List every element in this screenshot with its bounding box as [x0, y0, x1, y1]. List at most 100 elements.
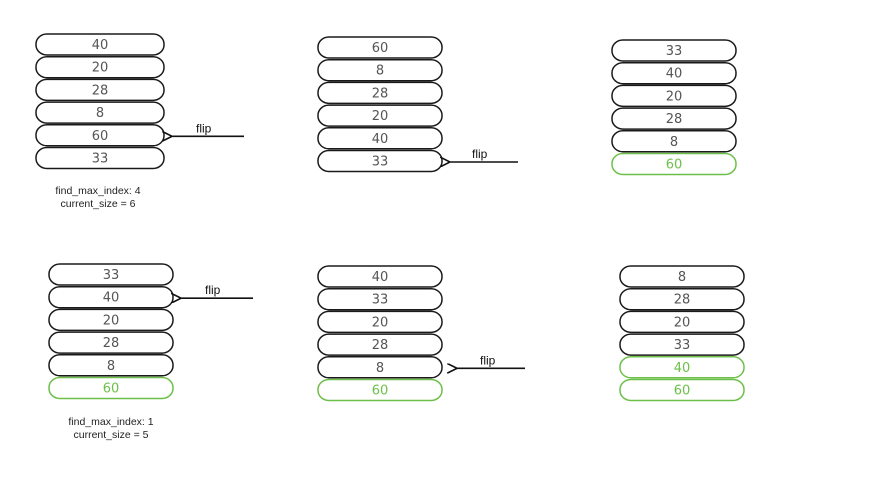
pancake: 28 [48, 331, 174, 354]
pancake-value: 40 [372, 132, 389, 147]
pancake-shape [611, 39, 737, 62]
pancake: 8 [317, 356, 443, 379]
pancake-shape [611, 152, 737, 176]
pancake-value: 8 [678, 270, 686, 285]
pancake-shape [611, 107, 737, 130]
pancake: 20 [611, 84, 737, 108]
pancake-value: 20 [372, 109, 389, 124]
panel-row1-step3: 33 40 20 28 8 60 [611, 39, 737, 176]
pancake-shape [619, 265, 745, 288]
pancake-shape [48, 331, 174, 354]
find-max-index-note: find_max_index: 1 [68, 416, 153, 428]
pancake: 8 [35, 101, 165, 124]
pancake: 40 [611, 61, 737, 85]
pancake-shape [317, 81, 443, 105]
pancake-shape [35, 78, 165, 102]
current-size-note: current_size = 6 [61, 198, 136, 210]
flip-label: flip [205, 283, 221, 297]
pancake-value: 33 [666, 44, 683, 59]
flip-arrow: flip [455, 353, 525, 368]
pancake-value: 28 [92, 83, 109, 98]
pancake: 33 [611, 39, 737, 62]
pancake-shape [35, 146, 165, 170]
pancake-value: 20 [666, 89, 683, 104]
flip-arrow: flip [179, 283, 253, 298]
pancake-shape [619, 333, 745, 356]
pancake-value: 20 [103, 313, 120, 328]
pancake-value: 20 [372, 315, 389, 330]
pancake-shape [317, 36, 443, 59]
pancake-value: 60 [372, 384, 389, 399]
flip-label: flip [196, 121, 212, 135]
pancake-shape [35, 33, 165, 56]
pancake: 60 [35, 124, 165, 147]
current-size-note: current_size = 5 [74, 429, 149, 441]
pancake: 8 [48, 354, 174, 377]
pancake-shape [317, 378, 443, 402]
pancake-shape [611, 84, 737, 108]
pancake: 40 [317, 265, 443, 288]
pancake-shape [35, 101, 165, 124]
pancake: 28 [35, 78, 165, 102]
pancake-value: 28 [372, 86, 389, 101]
flip-arrow: flip [448, 147, 518, 162]
panel-row2-step3: 8 28 20 33 40 60 [619, 265, 745, 402]
pancake: 20 [48, 308, 174, 332]
pancake-value: 8 [96, 106, 104, 121]
pancake-value: 40 [666, 67, 683, 82]
pancake-value: 8 [376, 361, 384, 376]
pancake: 20 [317, 104, 443, 127]
pancake-shape [48, 354, 174, 377]
pancake: 28 [619, 287, 745, 311]
flip-arrow: flip [170, 121, 244, 136]
pancake-shape [35, 55, 165, 79]
pancake-sorted: 60 [317, 378, 443, 402]
pancake-value: 40 [674, 361, 691, 376]
pancake-value: 60 [92, 129, 109, 144]
pancake-shape [317, 58, 443, 82]
pancake-value: 8 [670, 135, 678, 150]
pancake: 20 [35, 55, 165, 79]
pancake-value: 28 [103, 336, 120, 351]
pancake-value: 40 [103, 291, 120, 306]
pancake: 40 [48, 285, 174, 309]
pancake: 33 [619, 333, 745, 356]
pancake: 33 [35, 146, 165, 170]
pancake: 40 [35, 33, 165, 56]
panel-row1-step1: 40 20 28 8 60 33 flip find_max_index: 4current_… [35, 33, 244, 210]
pancake-value: 28 [666, 112, 683, 127]
pancake-value: 20 [92, 61, 109, 76]
pancake-shape [611, 130, 737, 153]
pancake-value: 60 [674, 384, 691, 399]
pancake-shape [317, 127, 443, 150]
pancake-value: 28 [372, 338, 389, 353]
flip-label: flip [480, 353, 496, 367]
pancake-value: 8 [376, 64, 384, 79]
pancake-value: 60 [372, 41, 389, 56]
pancake-shape [317, 356, 443, 379]
pancake-value: 60 [666, 158, 683, 173]
pancake-value: 40 [372, 270, 389, 285]
pancake-shape [619, 287, 745, 311]
find-max-index-note: find_max_index: 4 [55, 185, 140, 197]
pancake-value: 40 [92, 38, 109, 53]
pancake-value: 20 [674, 315, 691, 330]
pancake-shape [619, 356, 745, 379]
pancake-value: 33 [372, 293, 389, 308]
pancake-value: 28 [674, 293, 691, 308]
pancake-value: 33 [92, 152, 109, 167]
pancake: 28 [611, 107, 737, 130]
pancake-shape [48, 263, 174, 286]
panel-row1-step2: 60 8 28 20 40 33 flip [317, 36, 518, 173]
pancake-shape [48, 308, 174, 332]
pancake-value: 33 [372, 155, 389, 170]
pancake: 8 [619, 265, 745, 288]
pancake: 40 [317, 127, 443, 150]
pancake: 33 [317, 149, 443, 173]
pancake-shape [48, 376, 174, 400]
pancake-shape [619, 378, 745, 402]
pancake-shape [317, 310, 443, 334]
pancake-value: 60 [103, 382, 120, 397]
pancake-shape [619, 310, 745, 334]
pancake: 33 [317, 287, 443, 311]
